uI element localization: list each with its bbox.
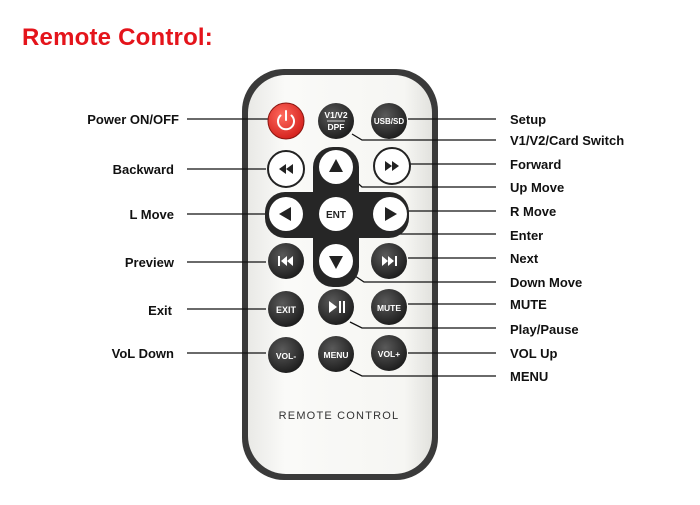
left-button[interactable] (269, 197, 303, 231)
label-power: Power ON/OFF (87, 112, 179, 127)
up-button[interactable] (319, 150, 353, 184)
dpf-label: DPF (328, 122, 345, 132)
label-next: Next (510, 251, 539, 266)
vol-up-button[interactable]: VOL+ (371, 335, 407, 371)
next-button[interactable] (371, 243, 407, 279)
line-menu (349, 369, 496, 377)
left-arrow-icon (279, 207, 291, 221)
menu-label: MENU (323, 350, 348, 360)
label-enter: Enter (510, 228, 543, 243)
label-exit: Exit (148, 303, 173, 318)
rewind-icon (279, 164, 293, 174)
vol-up-label: VOL+ (378, 349, 400, 359)
exit-button[interactable]: EXIT (268, 291, 304, 327)
left-labels: Power ON/OFF Backward L Move Preview Exi… (87, 112, 179, 361)
page-title: Remote Control: (22, 24, 213, 51)
v1v2-label: V1/V2 (324, 110, 347, 120)
line-playpause (349, 321, 496, 329)
label-cardswitch: V1/V2/Card Switch (510, 133, 624, 148)
skip-previous-icon (278, 256, 293, 266)
down-arrow-icon (329, 256, 343, 269)
vol-down-button[interactable]: VOL- (268, 337, 304, 373)
label-upmove: Up Move (510, 180, 564, 195)
label-forward: Forward (510, 157, 561, 172)
menu-button[interactable]: MENU (318, 336, 354, 372)
label-rmove: R Move (510, 204, 556, 219)
right-button[interactable] (373, 197, 407, 231)
power-button[interactable] (267, 102, 305, 140)
label-backward: Backward (113, 162, 174, 177)
play-pause-icon (329, 301, 345, 313)
label-playpause: Play/Pause (510, 322, 579, 337)
usb-sd-label: USB/SD (374, 117, 404, 126)
skip-next-icon (382, 256, 397, 266)
backward-button[interactable] (267, 150, 305, 188)
label-preview: Preview (125, 255, 175, 270)
up-arrow-icon (329, 159, 343, 172)
label-lmove: L Move (129, 207, 174, 222)
power-icon (277, 110, 295, 131)
remote-caption: REMOTE CONTROL (279, 410, 400, 422)
label-mute: MUTE (510, 297, 547, 312)
label-volup: VOL Up (510, 346, 557, 361)
vol-down-label: VOL- (276, 351, 296, 361)
right-arrow-icon (385, 207, 397, 221)
right-labels: Setup V1/V2/Card Switch Forward Up Move … (510, 112, 624, 384)
line-cardswitch (351, 133, 496, 141)
mute-label: MUTE (377, 303, 401, 313)
exit-label: EXIT (276, 305, 297, 315)
preview-button[interactable] (268, 243, 304, 279)
forward-button[interactable] (373, 147, 411, 185)
v1v2-dpf-button[interactable]: V1/V2 DPF (318, 103, 354, 139)
play-pause-button[interactable] (318, 289, 354, 325)
enter-button[interactable]: ENT (319, 197, 353, 231)
label-voldown: VoL Down (112, 346, 174, 361)
label-menu: MENU (510, 369, 548, 384)
usb-sd-button[interactable]: USB/SD (371, 103, 407, 139)
label-setup: Setup (510, 112, 546, 127)
fast-forward-icon (385, 161, 399, 171)
down-button[interactable] (319, 244, 353, 278)
label-downmove: Down Move (510, 275, 582, 290)
mute-button[interactable]: MUTE (371, 289, 407, 325)
enter-label: ENT (326, 210, 346, 221)
